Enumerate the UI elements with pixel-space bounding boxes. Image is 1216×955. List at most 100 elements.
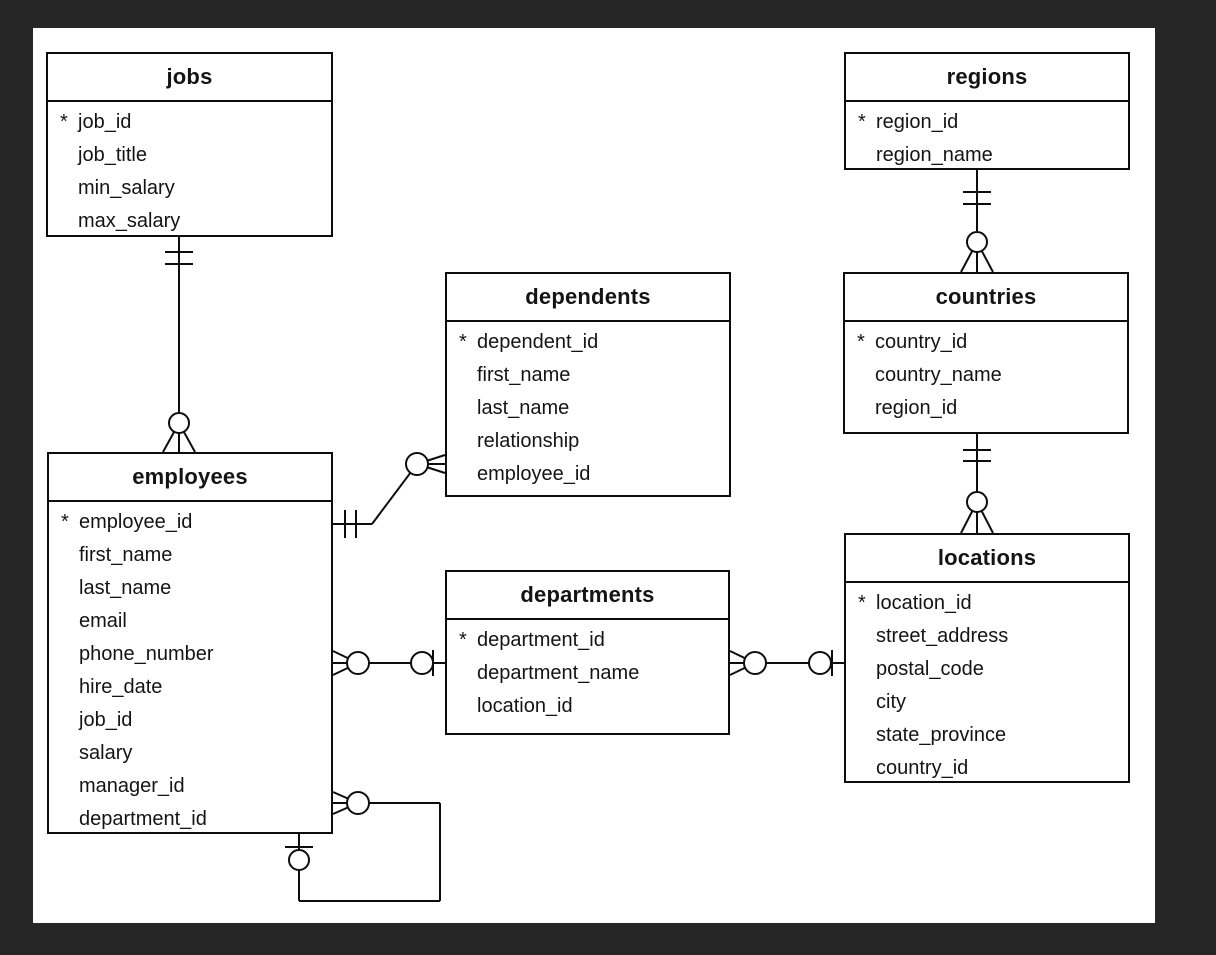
column-name: phone_number — [79, 643, 214, 665]
column-email: email — [49, 605, 331, 638]
column-job_id: * job_id — [48, 106, 331, 139]
primary-key-marker: * — [858, 592, 866, 614]
column-name: country_name — [875, 364, 1002, 386]
column-name: department_id — [477, 629, 605, 651]
column-name: location_id — [477, 695, 573, 717]
cardinality-circle-icon — [808, 651, 832, 675]
column-street_address: street_address — [846, 620, 1128, 653]
column-department_id: department_id — [49, 803, 331, 836]
relationship-countries-locations — [960, 434, 994, 534]
entity-columns: * department_id department_name location_id — [447, 620, 728, 723]
entity-regions: regions * region_id region_name — [844, 52, 1130, 170]
column-manager_id: manager_id — [49, 770, 331, 803]
cardinality-circle-icon — [405, 452, 429, 476]
entity-columns: * dependent_id first_name last_name relation… — [447, 322, 729, 491]
cardinality-circle-icon — [288, 849, 310, 871]
column-name: postal_code — [876, 658, 984, 680]
column-name: location_id — [876, 592, 972, 614]
column-name: region_name — [876, 144, 993, 166]
entity-employees: employees * employee_id first_name last_nam… — [47, 452, 333, 834]
entity-title: jobs — [48, 54, 331, 102]
column-name: region_id — [876, 111, 959, 133]
column-region_id: * region_id — [846, 106, 1128, 139]
entity-title: employees — [49, 454, 331, 502]
cardinality-circle-icon — [966, 491, 988, 513]
entity-departments: departments * department_id department_nam… — [445, 570, 730, 735]
column-salary: salary — [49, 737, 331, 770]
diagram-canvas: jobs * job_id job_title min_salary max_salar… — [33, 28, 1155, 923]
entity-title: dependents — [447, 274, 729, 322]
entity-title: departments — [447, 572, 728, 620]
entity-columns: * region_id region_name — [846, 102, 1128, 172]
primary-key-marker: * — [857, 331, 865, 353]
column-name: relationship — [477, 430, 580, 452]
column-last_name: last_name — [49, 572, 331, 605]
column-location_id: location_id — [447, 690, 728, 723]
cardinality-circle-icon — [346, 651, 370, 675]
column-job_title: job_title — [48, 139, 331, 172]
column-max_salary: max_salary — [48, 205, 331, 238]
column-name: salary — [79, 742, 133, 764]
column-country_id: * country_id — [845, 326, 1127, 359]
column-name: manager_id — [79, 775, 185, 797]
column-name: city — [876, 691, 906, 713]
column-dependent_id: * dependent_id — [447, 326, 729, 359]
column-name: email — [79, 610, 127, 632]
primary-key-marker: * — [459, 629, 467, 651]
column-name: employee_id — [79, 511, 193, 533]
column-name: country_id — [875, 331, 968, 353]
entity-countries: countries * country_id country_name region_… — [843, 272, 1129, 434]
column-name: hire_date — [79, 676, 163, 698]
column-name: min_salary — [78, 177, 175, 199]
column-employee_id: * employee_id — [49, 506, 331, 539]
column-name: dependent_id — [477, 331, 599, 353]
cardinality-circle-icon — [168, 412, 190, 434]
column-region_id: region_id — [845, 392, 1127, 425]
column-min_salary: min_salary — [48, 172, 331, 205]
cardinality-circle-icon — [743, 651, 767, 675]
column-name: region_id — [875, 397, 958, 419]
column-name: job_id — [79, 709, 133, 731]
column-name: job_id — [78, 111, 132, 133]
entity-title: countries — [845, 274, 1127, 322]
column-name: last_name — [79, 577, 172, 599]
relationship-regions-countries — [960, 170, 994, 273]
primary-key-marker: * — [459, 331, 467, 353]
column-last_name: last_name — [447, 392, 729, 425]
entity-jobs: jobs * job_id job_title min_salary max_salar… — [46, 52, 333, 237]
primary-key-marker: * — [60, 111, 68, 133]
column-hire_date: hire_date — [49, 671, 331, 704]
column-department_name: department_name — [447, 657, 728, 690]
relationship-employees-dependents — [333, 452, 446, 538]
column-name: street_address — [876, 625, 1009, 647]
entity-columns: * job_id job_title min_salary max_salary — [48, 102, 331, 238]
column-state_province: state_province — [846, 719, 1128, 752]
column-relationship: relationship — [447, 425, 729, 458]
primary-key-marker: * — [61, 511, 69, 533]
cardinality-circle-icon — [966, 231, 988, 253]
relationship-employees-departments — [332, 650, 445, 676]
column-first_name: first_name — [447, 359, 729, 392]
relationship-jobs-employees — [162, 237, 196, 453]
column-employee_id: employee_id — [447, 458, 729, 491]
column-name: country_id — [876, 757, 969, 779]
entity-dependents: dependents * dependent_id first_name last_n… — [445, 272, 731, 497]
column-name: department_name — [477, 662, 640, 684]
column-country_id: country_id — [846, 752, 1128, 785]
column-name: first_name — [79, 544, 173, 566]
entity-title: locations — [846, 535, 1128, 583]
column-name: first_name — [477, 364, 571, 386]
column-city: city — [846, 686, 1128, 719]
column-department_id: * department_id — [447, 624, 728, 657]
relationship-departments-locations — [729, 650, 844, 676]
column-name: state_province — [876, 724, 1007, 746]
entity-title: regions — [846, 54, 1128, 102]
column-country_name: country_name — [845, 359, 1127, 392]
column-job_id: job_id — [49, 704, 331, 737]
column-name: employee_id — [477, 463, 591, 485]
primary-key-marker: * — [858, 111, 866, 133]
